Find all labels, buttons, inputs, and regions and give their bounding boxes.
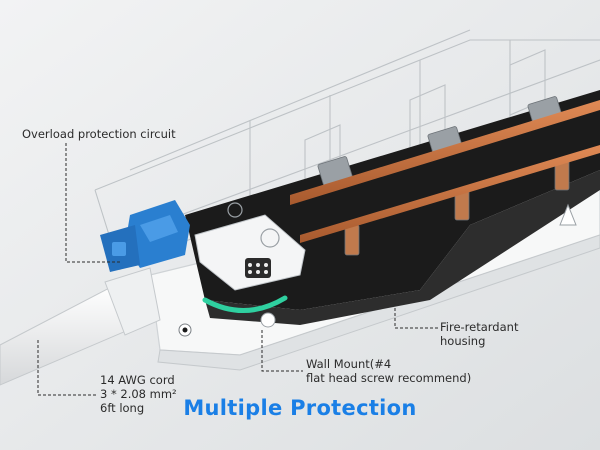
cord-spec-label: 14 AWG cord 3 * 2.08 mm² 6ft long xyxy=(100,373,177,415)
headline-title: Multiple Protection xyxy=(183,396,417,420)
overload-protection-label: Overload protection circuit xyxy=(22,127,176,141)
fire-retardant-housing-label: Fire-retardant housing xyxy=(440,320,519,348)
overload-protector-blue xyxy=(100,200,190,272)
power-switch-module xyxy=(194,202,306,291)
power-cord xyxy=(0,267,161,386)
callout-leader-lines xyxy=(37,143,438,396)
copper-bus-bars xyxy=(290,100,600,243)
screws xyxy=(178,203,577,337)
green-indicator-ring xyxy=(202,295,288,313)
wall-mount-label: Wall Mount(#4 flat head screw recommend) xyxy=(306,357,472,385)
